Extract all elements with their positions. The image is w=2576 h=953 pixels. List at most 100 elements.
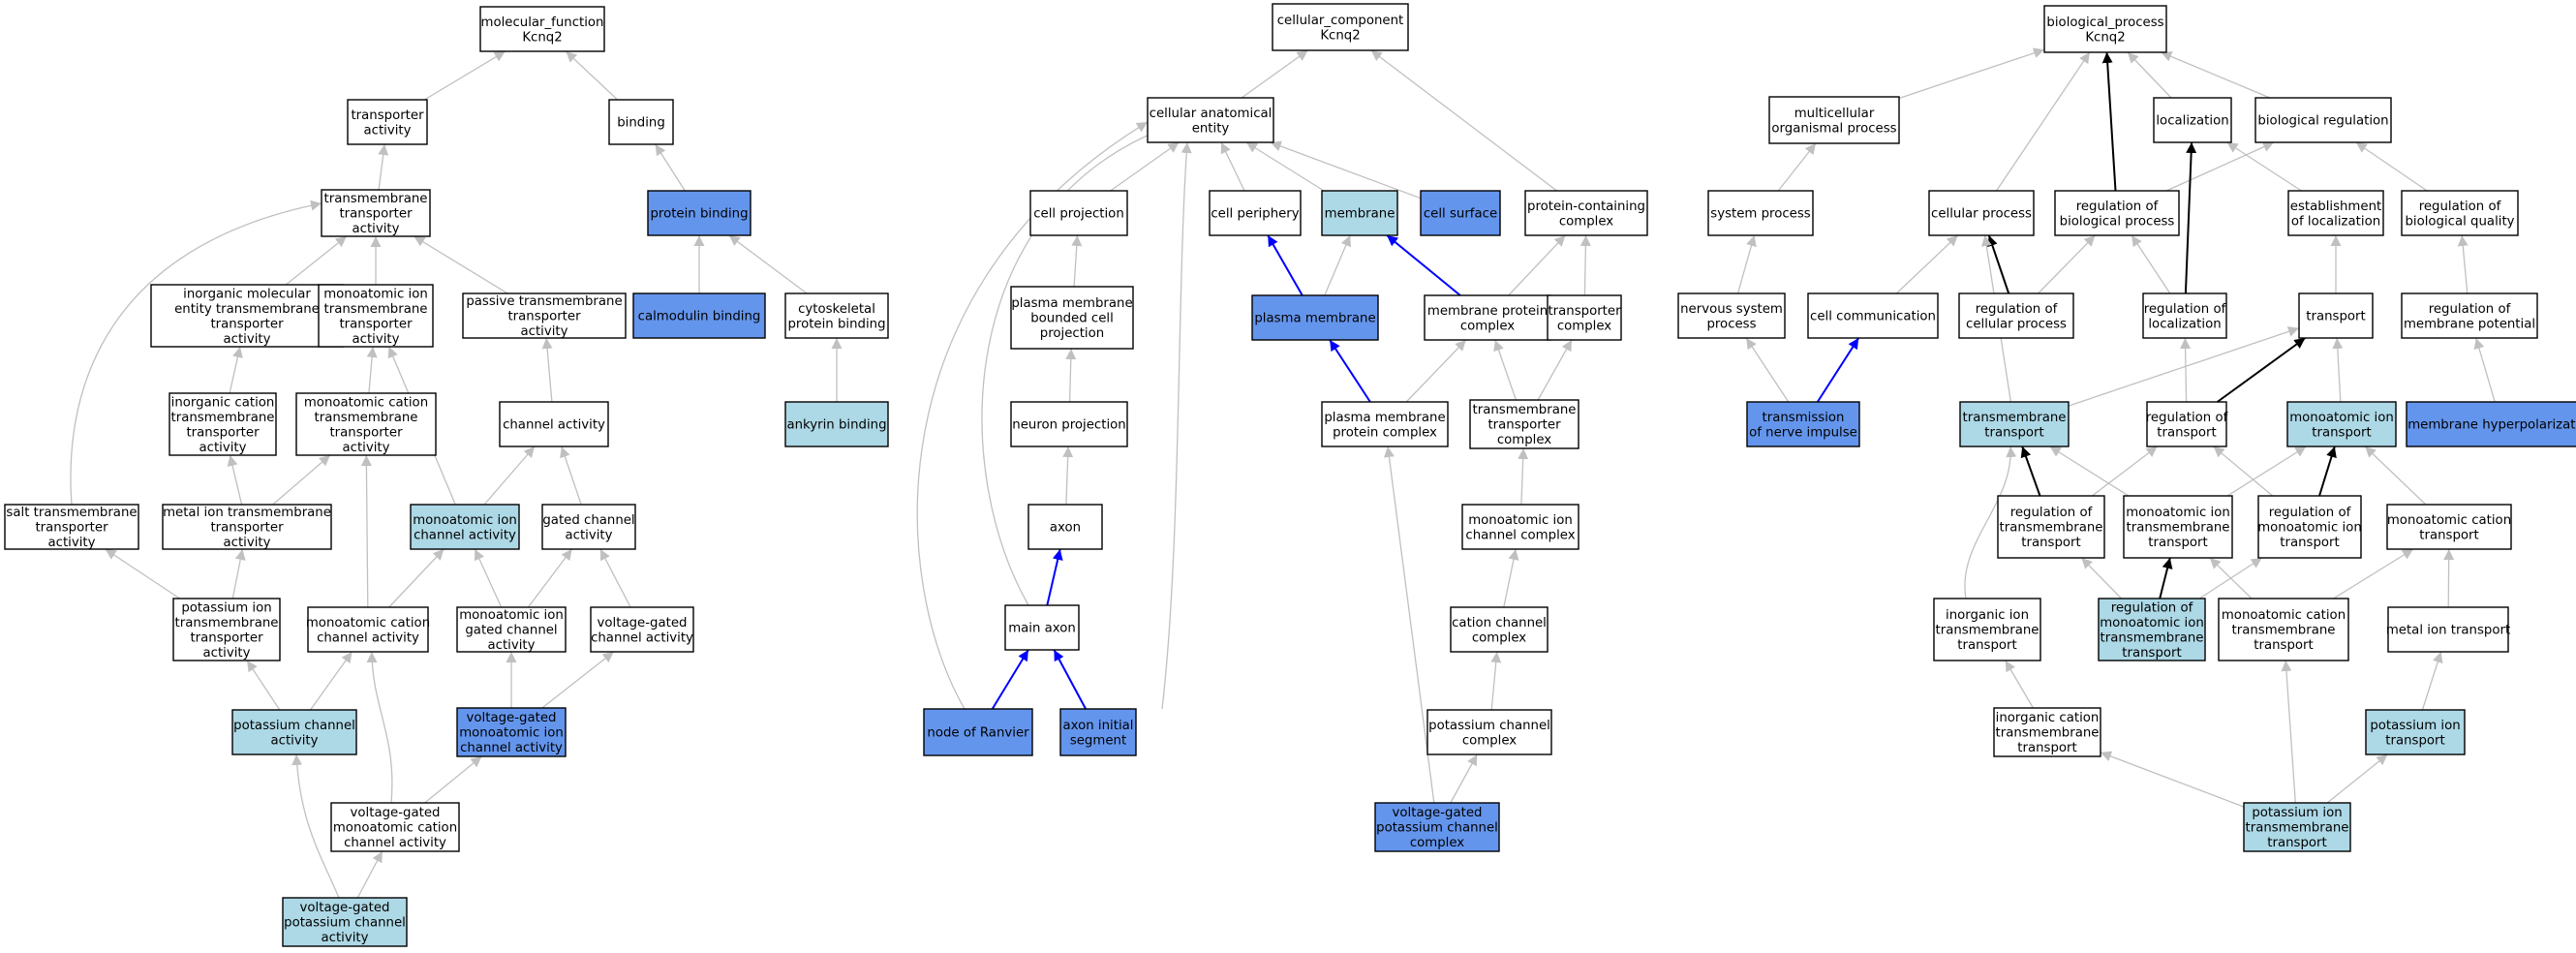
node-bp-comm[interactable]: cell communication (1807, 292, 1939, 339)
node-cc-proj[interactable]: cell projection (1029, 190, 1128, 236)
node-mf-prot[interactable]: protein binding (647, 190, 751, 236)
node-box (2257, 495, 2362, 559)
node-cc-axon[interactable]: axon (1027, 504, 1103, 550)
node-cc-np[interactable]: neuron projection (1010, 401, 1128, 447)
node-bp-cell[interactable]: cellular process (1928, 190, 2035, 236)
node-cc-main[interactable]: main axon (1004, 604, 1080, 651)
edge-bp_estloc-to-bp_loc (2226, 141, 2302, 192)
node-box (282, 897, 408, 947)
node-mf-chan[interactable]: channel activity (499, 401, 609, 447)
node-cc-peri[interactable]: cell periphery (1209, 190, 1302, 236)
node-mf-anky[interactable]: ankyrin binding (784, 401, 889, 447)
edge-bp_kitt-to-bp_mctt (2281, 660, 2296, 804)
node-bp-hyper[interactable]: membrane hyperpolarization (2406, 401, 2576, 447)
node-bp-tr[interactable]: transport (2298, 292, 2374, 339)
node-cc-ranv[interactable]: node of Ranvier (923, 708, 1033, 756)
node-box (1450, 606, 1549, 653)
edge-cc_main-to-cc_ent (981, 130, 1159, 606)
node-mf-bind[interactable]: binding (608, 99, 674, 145)
node-cc-pm[interactable]: plasma membrane (1251, 294, 1379, 341)
edge-mf_bind-to-mf (565, 50, 619, 101)
node-bp-breg[interactable]: biological regulation (2254, 97, 2392, 143)
node-mf-calm[interactable]: calmodulin binding (632, 292, 766, 339)
edge-mf_vgmc-to-mf_mcch (366, 651, 393, 804)
node-cc-mem[interactable]: membrane (1321, 190, 1398, 236)
edge-bp_comm-to-bp_cell (1895, 234, 1959, 294)
edge-mf_prot-to-mf_bind (655, 143, 686, 192)
node-cc-surf[interactable]: cell surface (1420, 190, 1501, 236)
node-bp-loc[interactable]: localization (2153, 97, 2232, 143)
edge-mf_vgch-to-mf_gated (599, 548, 631, 608)
node-box (410, 504, 520, 550)
node-bp-metal[interactable]: metal ion transport (2386, 606, 2510, 653)
edge-bp_rloc-to-bp_loc (2184, 141, 2197, 294)
node-bp-sys[interactable]: system process (1707, 190, 1814, 236)
node-label: localization (2156, 114, 2228, 129)
node-box (2406, 401, 2576, 447)
